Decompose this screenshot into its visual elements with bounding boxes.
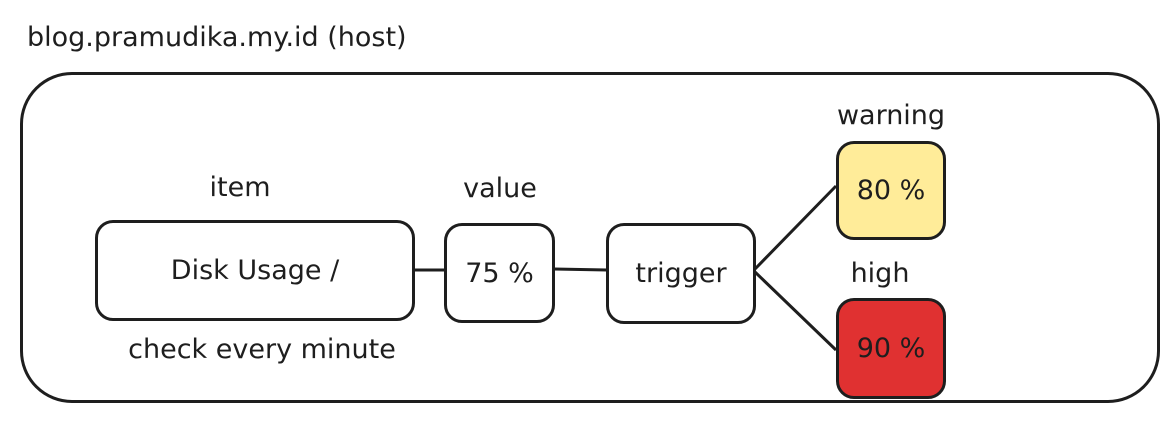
item-box: Disk Usage / (95, 220, 415, 321)
host-frame (20, 72, 1160, 403)
host-label: blog.pramudika.my.id (host) (27, 22, 407, 53)
value-box: 75 % (444, 223, 555, 323)
item-name: Disk Usage / (170, 255, 340, 286)
high-threshold-box: 90 % (836, 298, 946, 399)
value-to-trigger-connector (553, 267, 608, 272)
value-caption: value (463, 173, 537, 204)
trigger-to-warning-connector (753, 184, 838, 271)
high-threshold-text: 90 % (856, 333, 926, 364)
trigger-text: trigger (635, 258, 727, 289)
value-text: 75 % (465, 257, 534, 289)
trigger-to-high-connector (753, 270, 838, 352)
warning-threshold-box: 80 % (836, 141, 946, 240)
trigger-box: trigger (606, 223, 756, 324)
item-caption: item (209, 172, 271, 203)
warning-caption: warning (836, 100, 946, 131)
item-interval: check every minute (128, 334, 396, 365)
high-caption: high (850, 258, 910, 289)
warning-threshold-text: 80 % (856, 175, 926, 206)
